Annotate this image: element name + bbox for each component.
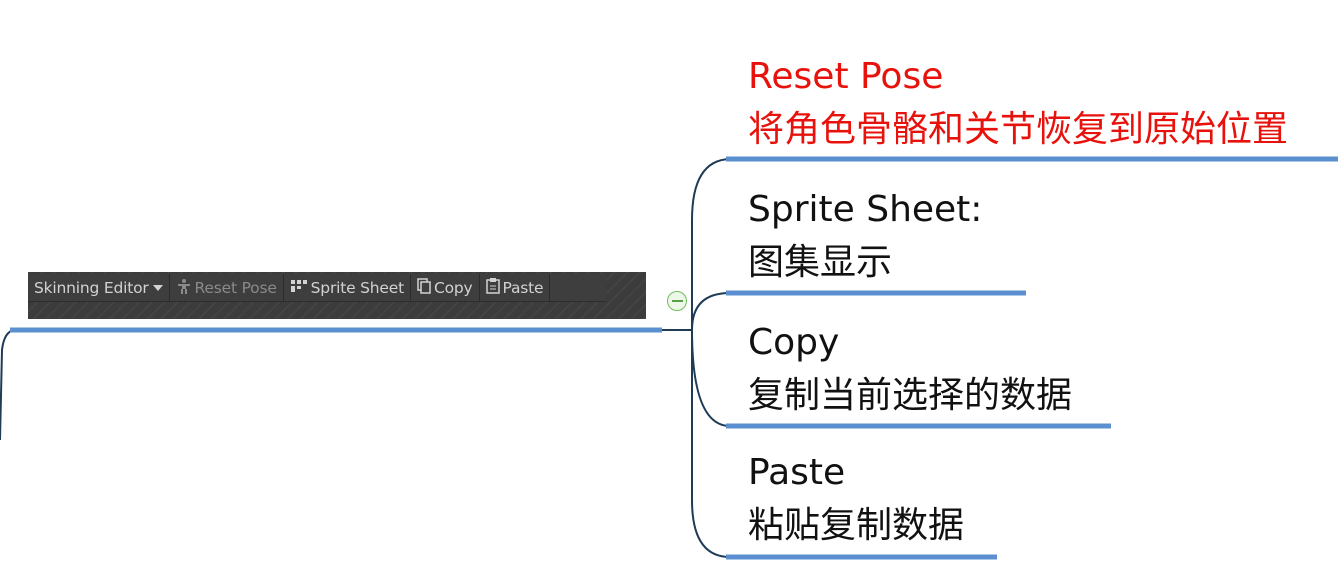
branch-description: 将角色骨骼和关节恢复到原始位置 <box>748 109 1289 150</box>
branch-title: Reset Pose <box>748 56 944 97</box>
connector-reset-pose <box>691 158 731 330</box>
parent-connector <box>0 329 15 441</box>
connector-sprite-sheet <box>691 292 731 331</box>
sprite-sheet-button[interactable]: Sprite Sheet <box>284 274 411 301</box>
copy-label: Copy <box>433 278 473 297</box>
pose-figure-icon <box>176 278 192 298</box>
connector-paste <box>691 330 731 558</box>
branch-title: Paste <box>748 452 846 493</box>
paste-label: Paste <box>502 278 544 297</box>
reset-pose-label: Reset Pose <box>194 278 277 297</box>
branch-title: Copy <box>748 322 840 363</box>
connector-copy <box>691 329 731 427</box>
copy-icon <box>417 277 431 298</box>
branch-sprite-sheet[interactable]: Sprite Sheet: 图集显示 <box>748 183 982 289</box>
collapse-toggle-icon[interactable] <box>667 291 687 311</box>
clipboard-icon <box>485 277 500 298</box>
paste-button[interactable]: Paste <box>480 274 551 301</box>
branch-paste[interactable]: Paste 粘贴复制数据 <box>748 446 964 552</box>
branch-description: 图集显示 <box>748 242 893 283</box>
branch-title: Sprite Sheet: <box>748 189 983 230</box>
skinning-editor-dropdown[interactable]: Skinning Editor <box>28 274 170 301</box>
sprite-sheet-label: Sprite Sheet <box>310 278 405 297</box>
minus-icon <box>671 300 683 302</box>
branch-reset-pose[interactable]: Reset Pose 将角色骨骼和关节恢复到原始位置 <box>748 50 1288 156</box>
branch-copy[interactable]: Copy 复制当前选择的数据 <box>748 316 1072 422</box>
skinning-editor-label: Skinning Editor <box>34 278 149 297</box>
sprite-sheet-icon <box>290 279 308 297</box>
reset-pose-button[interactable]: Reset Pose <box>170 274 284 301</box>
skinning-toolbar: Skinning Editor Reset Pose Sprite Sheet … <box>28 274 606 302</box>
copy-button[interactable]: Copy <box>411 274 480 301</box>
dropdown-caret-icon <box>152 284 163 291</box>
central-node-toolbar-image[interactable]: Skinning Editor Reset Pose Sprite Sheet … <box>28 272 646 319</box>
branch-description: 复制当前选择的数据 <box>748 375 1073 416</box>
branch-description: 粘贴复制数据 <box>748 505 965 546</box>
